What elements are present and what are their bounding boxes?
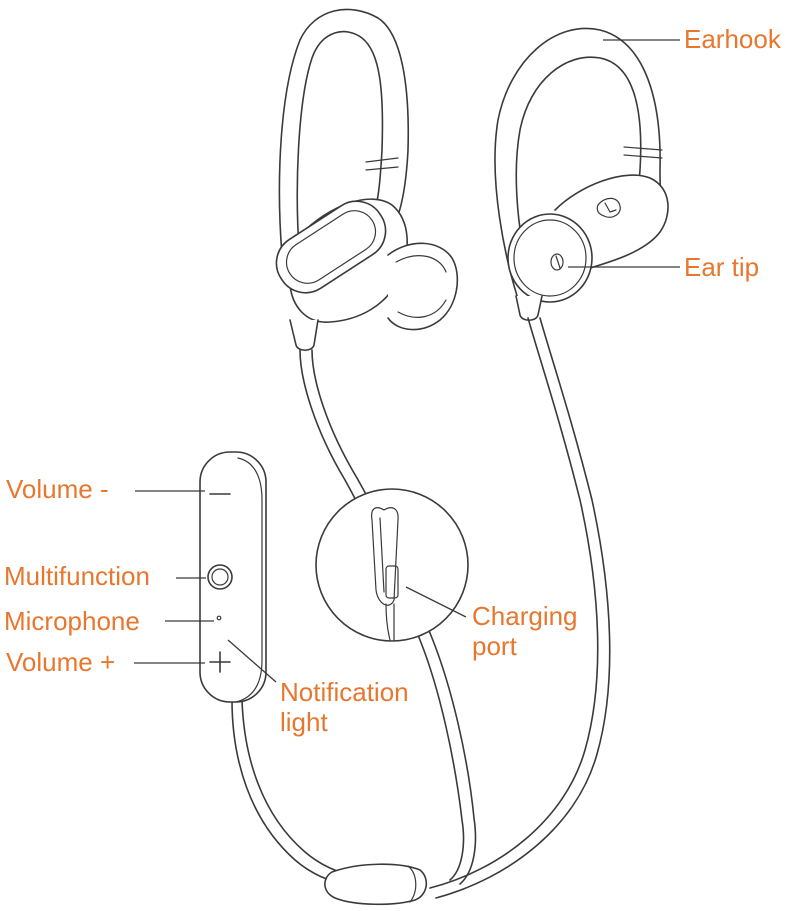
left-earhook (278, 8, 410, 263)
charging-port-detail (315, 488, 469, 642)
label-microphone: Microphone (4, 606, 140, 636)
left-earbud-body (275, 198, 459, 352)
label-charging-port: Charging port (472, 601, 578, 661)
inline-remote (199, 451, 267, 703)
right-earhook (494, 27, 666, 306)
label-volume-minus: Volume - (6, 474, 109, 504)
label-ear-tip: Ear tip (684, 252, 760, 282)
label-notification-light: Notification light (280, 677, 409, 737)
leader-lines (134, 39, 680, 683)
right-earbud-body (507, 174, 669, 322)
label-multifunction: Multifunction (4, 561, 150, 591)
label-charging-port-line2: port (472, 631, 517, 661)
label-earhook: Earhook (684, 24, 781, 54)
label-notification-light-line2: light (280, 707, 328, 737)
label-volume-plus: Volume + (6, 647, 116, 677)
label-charging-port-line1: Charging (472, 601, 578, 631)
label-notification-light-line1: Notification (280, 677, 409, 707)
